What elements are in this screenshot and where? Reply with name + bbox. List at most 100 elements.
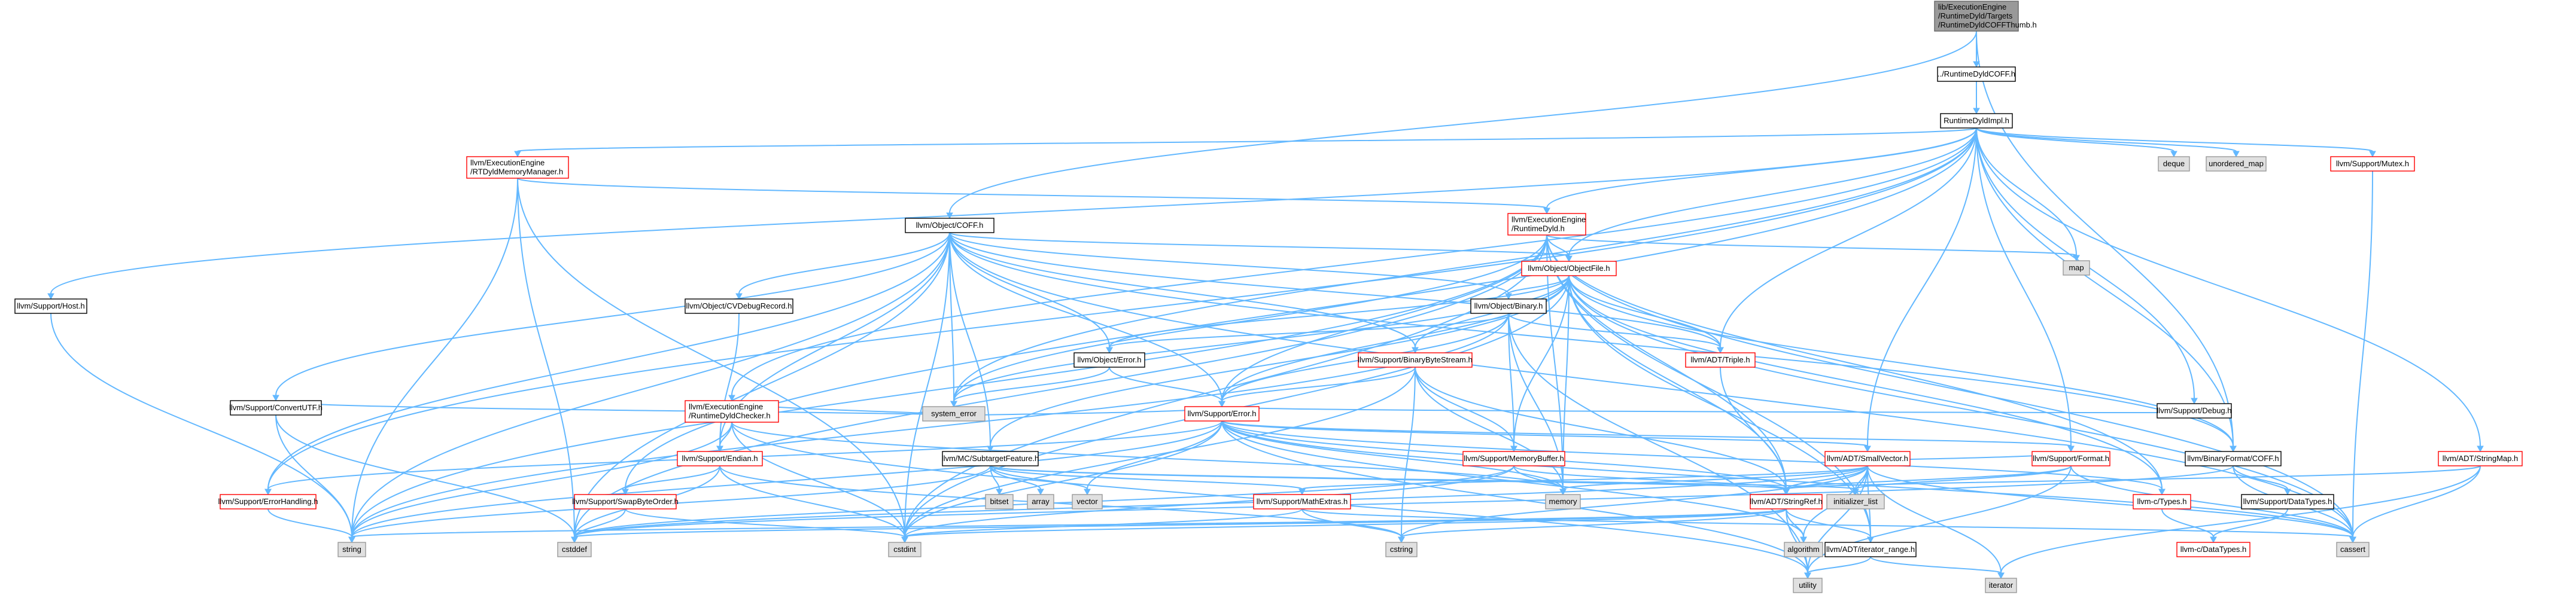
node-box [1934, 1, 2019, 32]
node-box [1750, 494, 1823, 509]
node-cdatatypes[interactable]: llvm-c/DataTypes.h [2176, 542, 2250, 557]
edge-dyldimpl-to-dyldchecker [728, 127, 1977, 402]
node-label: llvm/Support/Endian.h [682, 454, 758, 463]
node-box [1793, 578, 1823, 593]
node-serror[interactable]: llvm/Support/Error.h [1184, 406, 1260, 422]
node-memory: memory [1545, 494, 1581, 509]
node-box [1826, 494, 1885, 509]
node-box [1940, 113, 2013, 129]
node-utility: utility [1793, 578, 1823, 593]
node-umap: unordered_map [2206, 156, 2267, 172]
node-iterrange[interactable]: llvm/ADT/iterator_range.h [1824, 542, 1917, 557]
node-label: llvm/Support/Host.h [17, 301, 84, 310]
node-objerror[interactable]: llvm/Object/Error.h [1073, 352, 1145, 368]
edge-root-to-bf_coff [1976, 30, 2237, 453]
node-label: bitset [990, 497, 1008, 506]
node-binary[interactable]: llvm/Object/Binary.h [1470, 298, 1547, 314]
node-subtarget[interactable]: llvm/MC/SubtargetFeature.h [942, 451, 1039, 466]
edge-dyldchecker-to-endian [716, 422, 732, 453]
node-label: iterator [1989, 581, 2014, 590]
node-label: llvm/Object/Error.h [1078, 355, 1142, 364]
node-box [1937, 66, 2016, 82]
node-label: llvm/ADT/SmallVector.h [1827, 454, 1908, 463]
node-box [574, 494, 677, 509]
node-box [220, 494, 317, 509]
node-box [14, 298, 87, 314]
node-box [230, 400, 322, 416]
node-label: deque [2163, 159, 2185, 168]
node-stringmap[interactable]: llvm/ADT/StringMap.h [2438, 451, 2523, 466]
node-iterator: iterator [1985, 578, 2017, 593]
node-box [1385, 542, 1418, 557]
node-label: llvm/Support/SwapByteOrder.h [572, 497, 679, 506]
node-mutex[interactable]: llvm/Support/Mutex.h [2330, 156, 2415, 172]
node-box [1521, 261, 1617, 276]
node-box [1824, 542, 1917, 557]
edge-rtdyldmm-to-rtdyld [517, 178, 1550, 215]
node-datatypes[interactable]: llvm/Support/DataTypes.h [2241, 494, 2334, 509]
node-label: llvm/ADT/iterator_range.h [1826, 545, 1915, 554]
edge-rtdyldmm-to-cstdint [517, 178, 908, 544]
node-box [1462, 451, 1565, 466]
edge-coff_dyld-to-dyldimpl [1973, 81, 1980, 115]
node-convutf[interactable]: llvm/Support/ConvertUTF.h [229, 400, 323, 416]
node-label: llvm/Support/ErrorHandling.h [218, 497, 318, 506]
node-mathextras[interactable]: llvm/Support/MathExtras.h [1253, 494, 1351, 509]
node-obj_coff[interactable]: llvm/Object/COFF.h [905, 218, 994, 233]
node-triple[interactable]: llvm/ADT/Triple.h [1685, 352, 1756, 368]
edge-format-to-stringref [1783, 465, 2072, 496]
node-label: memory [1549, 497, 1577, 506]
node-label: llvm/ADT/StringMap.h [2443, 454, 2518, 463]
edge-dyldimpl-to-umap [1976, 127, 2240, 158]
node-box [1507, 213, 1586, 236]
node-box [337, 542, 366, 557]
node-label: map [2069, 263, 2084, 272]
edge-bbstream-to-membuf [1415, 367, 1517, 453]
node-bf_coff[interactable]: llvm/BinaryFormat/COFF.h [2185, 451, 2282, 466]
node-bbstream[interactable]: llvm/Support/BinaryByteStream.h [1358, 352, 1473, 368]
edge-stringref-to-cstddef [571, 508, 1787, 544]
edge-obj_coff-to-triple [949, 232, 1724, 354]
node-dyldchecker[interactable]: llvm/ExecutionEngine/RuntimeDyldChecker.… [685, 400, 779, 423]
node-label: cstring [1390, 545, 1413, 554]
node-coff_dyld[interactable]: ../RuntimeDyldCOFF.h [1937, 66, 2016, 82]
node-box [1470, 298, 1547, 314]
node-label: llvm/ExecutionEngine [689, 402, 763, 411]
node-label: llvm/Object/CVDebugRecord.h [686, 301, 792, 310]
edge-obj_coff-to-cvdebug [735, 232, 950, 300]
node-ctypes[interactable]: llvm-c/Types.h [2133, 494, 2191, 509]
edge-binary-to-objerror [1106, 313, 1509, 354]
node-label: vector [1076, 497, 1098, 506]
node-membuf[interactable]: llvm/Support/MemoryBuffer.h [1462, 451, 1565, 466]
edge-iterrange-to-iterator [1870, 556, 2005, 579]
node-swapbyte[interactable]: llvm/Support/SwapByteOrder.h [572, 494, 679, 509]
node-label: utility [1799, 581, 1817, 590]
edge-subtarget-to-vector [990, 465, 1091, 496]
edge-objfile-to-objerror [1106, 275, 1570, 354]
node-box [905, 218, 994, 233]
node-box [685, 400, 779, 423]
node-label: /RuntimeDyld/Targets [1938, 11, 2013, 20]
node-stringref[interactable]: llvm/ADT/StringRef.h [1750, 494, 1823, 509]
node-root[interactable]: lib/ExecutionEngine/RuntimeDyld/Targets/… [1934, 1, 2037, 32]
node-vector: vector [1072, 494, 1103, 509]
node-endian[interactable]: llvm/Support/Endian.h [677, 451, 763, 466]
node-box [888, 542, 921, 557]
node-box [2330, 156, 2415, 172]
node-format[interactable]: llvm/Support/Format.h [2031, 451, 2110, 466]
node-rtdyld[interactable]: llvm/ExecutionEngine/RuntimeDyld.h [1507, 213, 1586, 236]
node-box [922, 406, 986, 422]
node-label: cstddef [562, 545, 587, 554]
node-cvdebug[interactable]: llvm/Object/CVDebugRecord.h [685, 298, 793, 314]
node-debug[interactable]: llvm/Support/Debug.h [2157, 403, 2232, 419]
node-smallvec[interactable]: llvm/ADT/SmallVector.h [1824, 451, 1911, 466]
node-errhandling[interactable]: llvm/Support/ErrorHandling.h [218, 494, 318, 509]
edge-dyldimpl-to-mutex [1976, 127, 2376, 158]
edge-binary-to-triple [1508, 313, 1724, 354]
node-objfile[interactable]: llvm/Object/ObjectFile.h [1521, 261, 1617, 276]
node-rtdyldmm[interactable]: llvm/ExecutionEngine/RTDyldMemoryManager… [466, 156, 569, 179]
node-host[interactable]: llvm/Support/Host.h [14, 298, 87, 314]
node-dyldimpl[interactable]: RuntimeDyldImpl.h [1940, 113, 2013, 129]
edge-dyldimpl-to-format [1976, 127, 2075, 453]
